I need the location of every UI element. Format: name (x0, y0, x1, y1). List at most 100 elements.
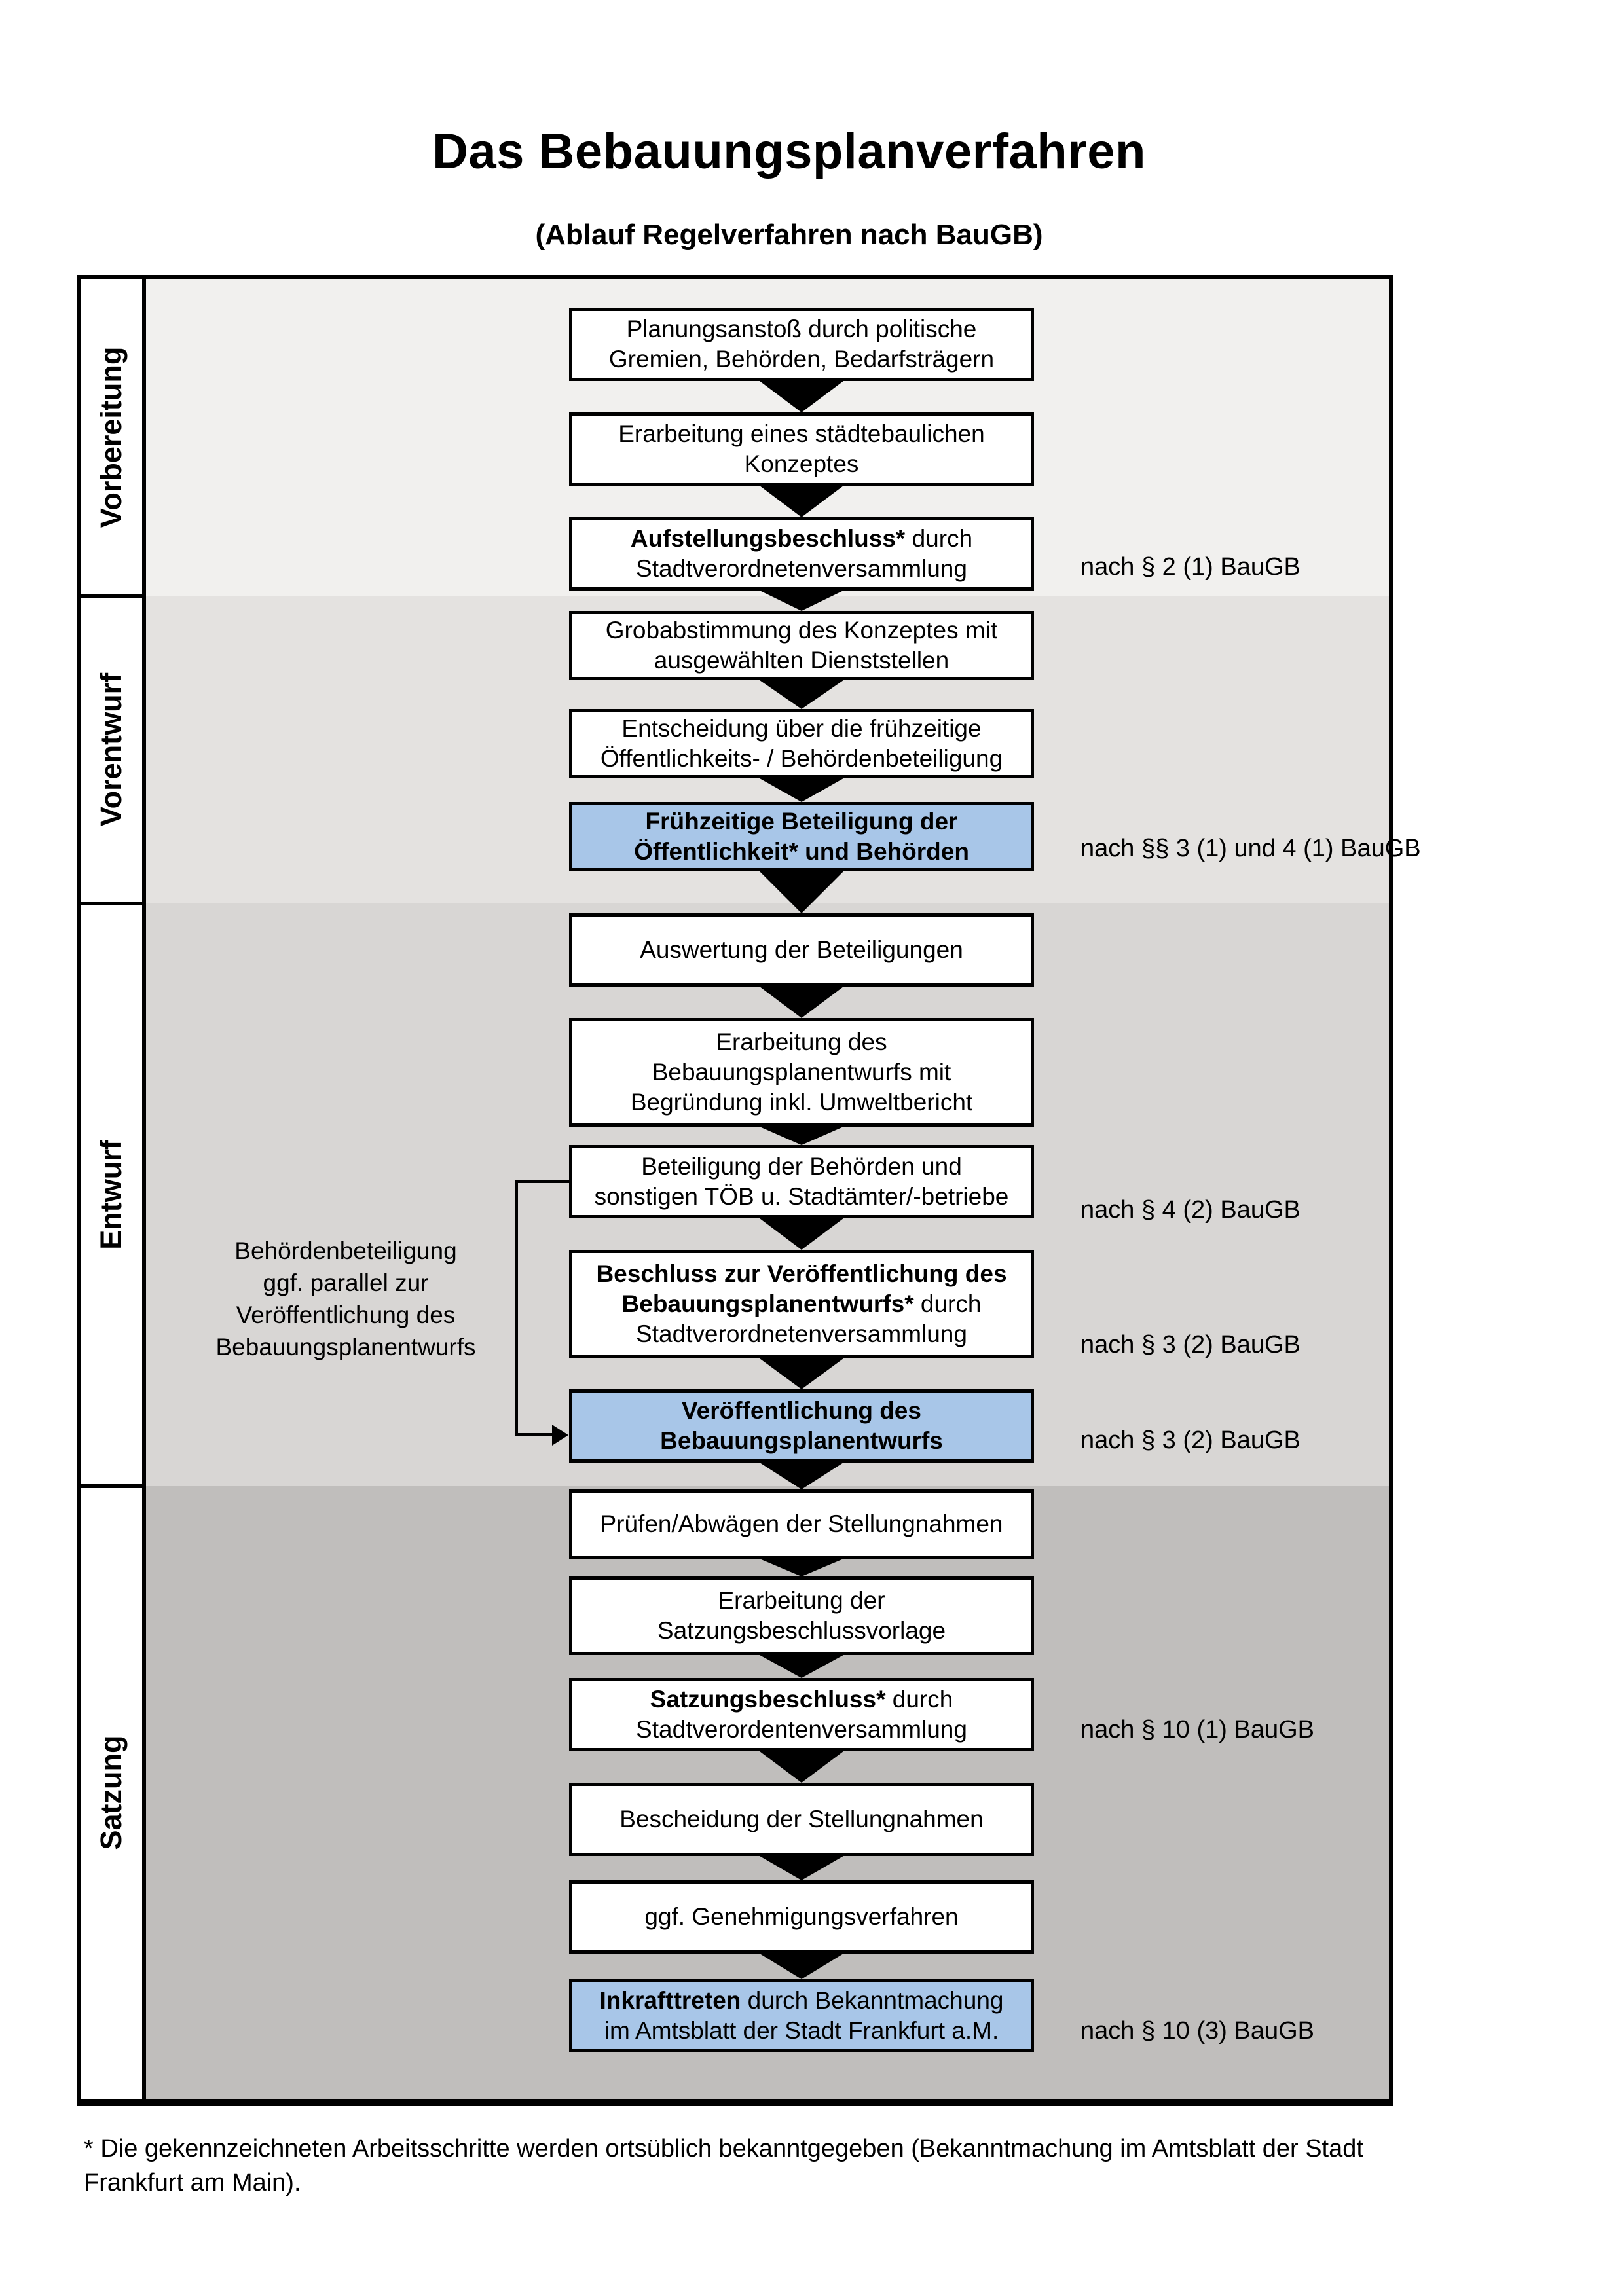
flow-arrow-down-icon (760, 486, 843, 517)
annotation-line: Behördenbeteiligung (234, 1237, 457, 1264)
box-line: Gremien, Behörden, Bedarfsträgern (609, 344, 994, 374)
box-line: Beteiligung der Behörden und (641, 1152, 962, 1182)
phase-label-vorbereitung: Vorbereitung (94, 346, 128, 528)
flow-arrow-down-icon (760, 381, 843, 412)
box-text-segment: durch Bekanntmachung (741, 1987, 1004, 2014)
box-text-segment: Bescheidung der Stellungnahmen (619, 1806, 984, 1832)
phase-label-satzung: Satzung (94, 1735, 128, 1850)
flow-box: Prüfen/Abwägen der Stellungnahmen (569, 1489, 1034, 1559)
box-text-segment: durch (885, 1686, 953, 1713)
legal-ref: nach §§ 3 (1) und 4 (1) BauGB (1080, 835, 1421, 862)
flow-arrow-down-icon (760, 1127, 843, 1145)
box-line: Stadtverordentenversammlung (636, 1715, 967, 1745)
box-line: Bescheidung der Stellungnahmen (619, 1804, 983, 1834)
box-line: Veröffentlichung des (682, 1396, 921, 1426)
box-line: Erarbeitung des (716, 1027, 887, 1057)
box-line: im Amtsblatt der Stadt Frankfurt a.M. (604, 2016, 999, 2046)
legal-ref: nach § 3 (2) BauGB (1080, 1427, 1301, 1454)
legal-ref: nach § 4 (2) BauGB (1080, 1196, 1301, 1224)
phase-column-divider (142, 279, 146, 2099)
box-text-segment: Bebauungsplanentwurfs (660, 1427, 943, 1454)
page-subtitle: (Ablauf Regelverfahren nach BauGB) (535, 219, 1043, 251)
footnote: * Die gekennzeichneten Arbeitsschritte w… (84, 2132, 1498, 2200)
flow-box: Beteiligung der Behörden und sonstigen TÖ… (569, 1145, 1034, 1218)
flow-arrow-down-icon (760, 1655, 843, 1678)
box-text-segment: im Amtsblatt der Stadt Frankfurt a.M. (604, 2017, 999, 2044)
box-line: Bebauungsplanentwurfs mit (652, 1057, 951, 1087)
box-text-segment: Bebauungsplanentwurfs mit (652, 1059, 951, 1085)
flow-arrow-down-icon (760, 591, 843, 611)
box-text-segment: Planungsanstoß durch politische (626, 316, 977, 342)
arrow-right-icon (552, 1425, 568, 1446)
box-text-segment: Prüfen/Abwägen der Stellungnahmen (600, 1510, 1003, 1537)
annotation-line: Veröffentlichung des (236, 1302, 456, 1328)
box-line: Beschluss zur Veröffentlichung des (596, 1259, 1006, 1289)
box-text-segment: Beteiligung der Behörden und (641, 1153, 962, 1180)
box-line: Satzungsbeschlussvorlage (657, 1616, 946, 1646)
box-line: ggf. Genehmigungsverfahren (644, 1902, 958, 1932)
box-line: ausgewählten Dienststellen (654, 646, 949, 676)
box-line: Auswertung der Beteiligungen (640, 935, 963, 965)
flow-arrow-down-icon (760, 680, 843, 709)
box-line: Öffentlichkeits- / Behördenbeteiligung (600, 744, 1003, 774)
box-text-segment: Auswertung der Beteiligungen (640, 936, 963, 963)
parallel-connector-bottom-line (515, 1433, 554, 1436)
flow-arrow-down-icon (760, 1559, 843, 1576)
box-text-segment: Gremien, Behörden, Bedarfsträgern (608, 346, 995, 373)
annotation-line: Bebauungsplanentwurfs (215, 1334, 476, 1360)
box-text-segment: Aufstellungsbeschluss* (630, 525, 906, 552)
parallel-connector-vertical-line (515, 1180, 518, 1436)
box-text-segment: Bebauungsplanentwurfs* (621, 1290, 914, 1317)
box-text-segment: Öffentlichkeit* und Behörden (634, 838, 969, 865)
box-line: Bebauungsplanentwurfs* durch (622, 1289, 982, 1319)
box-text-segment: durch (905, 525, 973, 552)
box-text-segment: durch (913, 1290, 982, 1317)
flow-box: Auswertung der Beteiligungen (569, 913, 1034, 987)
flow-arrow-down-icon (760, 1358, 843, 1389)
parallel-procedure-annotation: Behördenbeteiligung ggf. parallel zur Ve… (164, 1235, 528, 1363)
flow-box: Grobabstimmung des Konzeptes mit ausgewäh… (569, 611, 1034, 680)
box-line: Prüfen/Abwägen der Stellungnahmen (600, 1509, 1003, 1539)
box-text-segment: ausgewählten Dienststellen (654, 647, 950, 674)
box-text-segment: Öffentlichkeits- / Behördenbeteiligung (600, 745, 1003, 772)
box-text-segment: Begründung inkl. Umweltbericht (630, 1089, 973, 1116)
flow-arrow-down-icon (760, 1751, 843, 1783)
box-line: Grobabstimmung des Konzeptes mit (606, 615, 997, 646)
box-text-segment: Stadtverordnetenversammlung (636, 1321, 967, 1347)
box-line: Frühzeitige Beteiligung der (646, 807, 958, 837)
flow-box: Bescheidung der Stellungnahmen (569, 1783, 1034, 1856)
flow-arrow-down-icon (760, 1463, 843, 1489)
legal-ref: nach § 10 (1) BauGB (1080, 1716, 1314, 1743)
phase-separator (81, 594, 146, 598)
footnote-line: * Die gekennzeichneten Arbeitsschritte w… (84, 2135, 1363, 2162)
box-text-segment: Erarbeitung des (716, 1029, 887, 1055)
box-line: Stadtverordnetenversammlung (636, 554, 967, 584)
box-text-segment: Frühzeitige Beteiligung der (645, 808, 958, 835)
box-text-segment: Veröffentlichung des (682, 1397, 921, 1424)
flow-arrow-down-icon (760, 987, 843, 1018)
box-text-segment: Entscheidung über die frühzeitige (621, 715, 982, 742)
box-text-segment: Satzungsbeschlussvorlage (657, 1617, 946, 1644)
phase-label-entwurf: Entwurf (94, 1140, 128, 1250)
annotation-line: ggf. parallel zur (263, 1269, 429, 1296)
box-line: Bebauungsplanentwurfs (660, 1426, 943, 1456)
box-text-segment: Grobabstimmung des Konzeptes mit (605, 617, 998, 644)
box-text-segment: ggf. Genehmigungsverfahren (644, 1903, 959, 1930)
box-line: Inkrafttreten durch Bekanntmachung (600, 1986, 1004, 2016)
box-text-segment: sonstigen TÖB u. Stadtämter/-betriebe (594, 1183, 1009, 1210)
box-text-segment: Beschluss zur Veröffentlichung des (596, 1260, 1007, 1287)
box-line: Öffentlichkeit* und Behörden (634, 837, 969, 867)
box-line: sonstigen TÖB u. Stadtämter/-betriebe (595, 1182, 1009, 1212)
flow-arrow-down-icon (760, 1218, 843, 1250)
phase-separator (81, 1484, 146, 1488)
box-line: Stadtverordnetenversammlung (636, 1319, 967, 1349)
legal-ref: nach § 2 (1) BauGB (1080, 553, 1301, 581)
